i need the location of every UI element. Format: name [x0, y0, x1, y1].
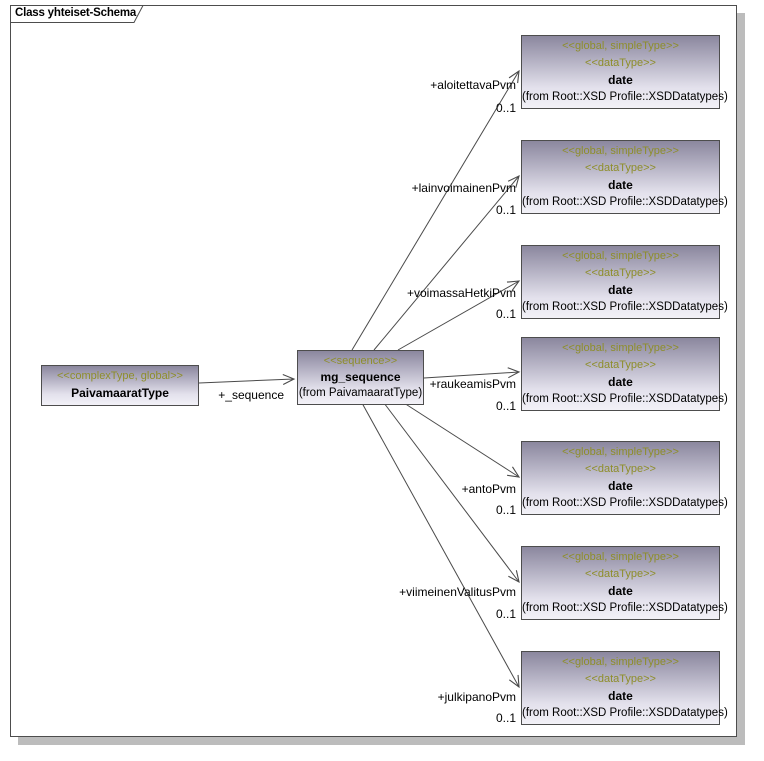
stereotype-label: <<complexType, global>> [57, 370, 183, 382]
class-origin: (from Root::XSD Profile::XSDDatatypes) [522, 196, 728, 208]
multiplicity-label: 0..1 [495, 607, 516, 621]
class-mg-sequence[interactable]: <<sequence>> mg_sequence (from Paivamaar… [297, 350, 424, 405]
class-name: date [608, 689, 633, 703]
diagram-title: Class yhteiset-Schema [15, 7, 137, 19]
stereotype-label: <<global, simpleType>> [562, 656, 679, 668]
class-origin: (from Root::XSD Profile::XSDDatatypes) [522, 301, 728, 313]
class-name: date [608, 283, 633, 297]
stereotype-label: <<dataType>> [585, 568, 656, 580]
stereotype-label: <<dataType>> [585, 267, 656, 279]
stereotype-label: <<dataType>> [585, 57, 656, 69]
stereotype-label: <<dataType>> [585, 673, 656, 685]
association-label-aloitettavaPvm: +aloitettavaPvm [430, 78, 516, 92]
stereotype-label: <<global, simpleType>> [562, 446, 679, 458]
association-label-voimassaHetkiPvm: +voimassaHetkiPvm [406, 286, 516, 300]
association-label-antoPvm: +antoPvm [461, 482, 516, 496]
multiplicity-label: 0..1 [495, 503, 516, 517]
stereotype-label: <<sequence>> [323, 355, 398, 367]
stereotype-label: <<dataType>> [585, 162, 656, 174]
association-label-lainvoimainenPvm: +lainvoimainenPvm [411, 181, 516, 195]
class-date-aloitettava[interactable]: <<global, simpleType>> <<dataType>> date… [521, 35, 728, 109]
multiplicity-label: 0..1 [495, 711, 516, 725]
stereotype-label: <<global, simpleType>> [562, 250, 679, 262]
association-label-julkipanoPvm: +julkipanoPvm [437, 690, 516, 704]
class-origin: (from Root::XSD Profile::XSDDatatypes) [522, 707, 728, 719]
class-date-julkipano[interactable]: <<global, simpleType>> <<dataType>> date… [521, 651, 728, 725]
multiplicity-label: 0..1 [495, 101, 516, 115]
class-date-viimeinenvalitus[interactable]: <<global, simpleType>> <<dataType>> date… [521, 546, 728, 620]
association-label-raukeamisPvm: +raukeamisPvm [429, 377, 516, 391]
class-paivamaarat-type[interactable]: <<complexType, global>> PaivamaaratType [41, 365, 199, 406]
class-name: mg_sequence [320, 370, 401, 384]
stereotype-label: <<global, simpleType>> [562, 145, 679, 157]
class-date-anto[interactable]: <<global, simpleType>> <<dataType>> date… [521, 441, 728, 515]
class-name: date [608, 479, 633, 493]
multiplicity-label: 0..1 [495, 307, 516, 321]
class-name: PaivamaaratType [71, 386, 169, 400]
class-origin: (from PaivamaaratType) [298, 387, 423, 399]
class-date-voimassahetki[interactable]: <<global, simpleType>> <<dataType>> date… [521, 245, 728, 319]
association-label-viimeinenValitusPvm: +viimeinenValitusPvm [399, 585, 516, 599]
class-origin: (from Root::XSD Profile::XSDDatatypes) [522, 497, 728, 509]
class-origin: (from Root::XSD Profile::XSDDatatypes) [522, 393, 728, 405]
stereotype-label: <<global, simpleType>> [562, 342, 679, 354]
class-date-lainvoimainen[interactable]: <<global, simpleType>> <<dataType>> date… [521, 140, 728, 214]
multiplicity-label: 0..1 [495, 203, 516, 217]
association-label-sequence: +_sequence [218, 388, 284, 402]
class-name: date [608, 73, 633, 87]
multiplicity-label: 0..1 [495, 399, 516, 413]
class-name: date [608, 584, 633, 598]
stereotype-label: <<global, simpleType>> [562, 551, 679, 563]
class-origin: (from Root::XSD Profile::XSDDatatypes) [522, 91, 728, 103]
class-name: date [608, 178, 633, 192]
stereotype-label: <<global, simpleType>> [562, 40, 679, 52]
stereotype-label: <<dataType>> [585, 463, 656, 475]
stereotype-label: <<dataType>> [585, 359, 656, 371]
class-date-raukeamis[interactable]: <<global, simpleType>> <<dataType>> date… [521, 337, 728, 411]
class-origin: (from Root::XSD Profile::XSDDatatypes) [522, 602, 728, 614]
class-name: date [608, 375, 633, 389]
